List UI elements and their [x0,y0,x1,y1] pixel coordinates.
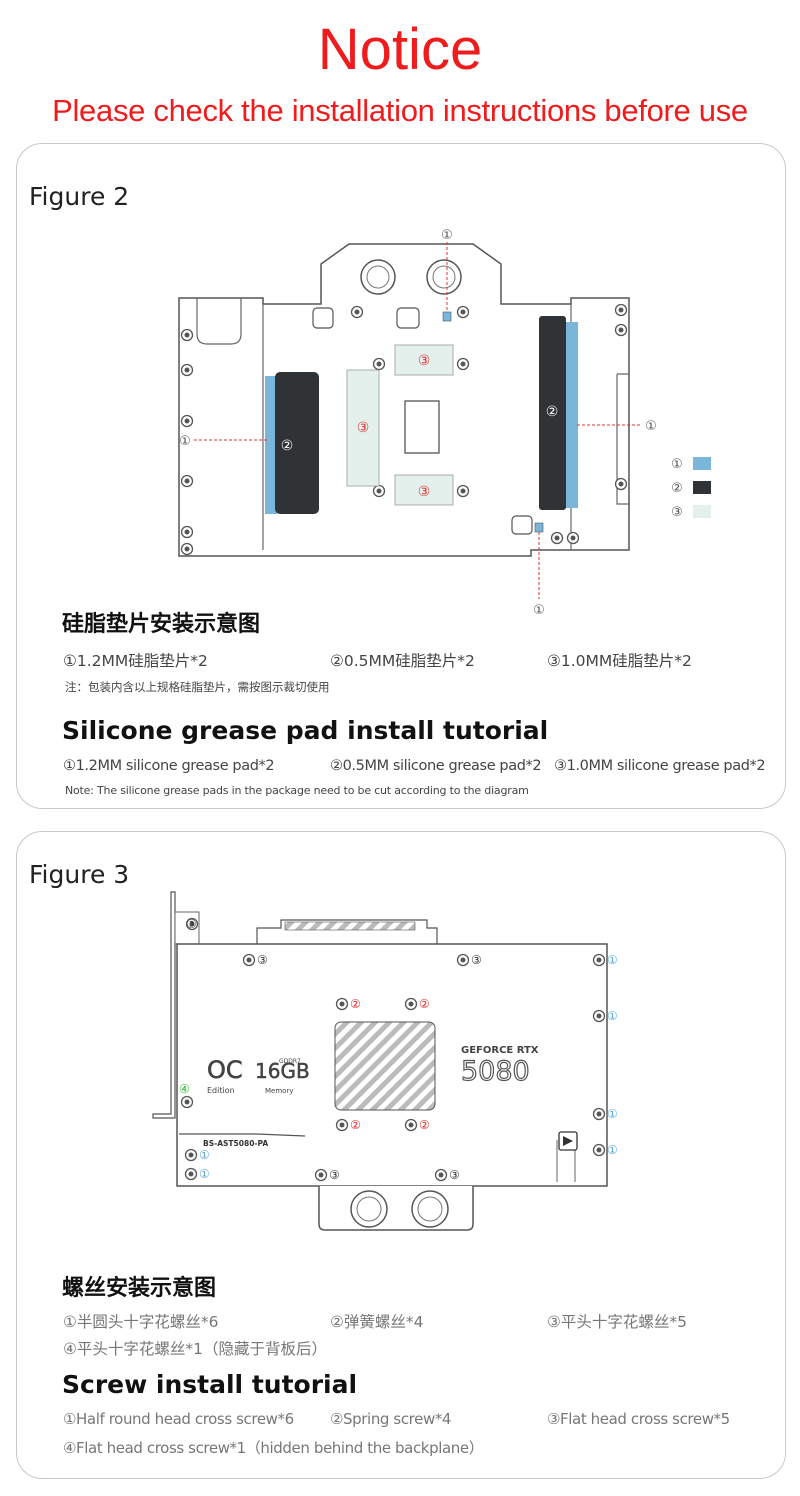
mem-size-label: 16GB [255,1059,310,1083]
marker-3: ③ [449,1168,460,1182]
gpu-die-window [404,400,440,454]
figure2-cn-item-3: ③1.0MM硅脂垫片*2 [547,652,692,670]
legend-swatch-1 [693,457,711,470]
legend-swatch-2 [693,481,711,494]
legend-swatch-3 [693,505,711,518]
marker-2: ② [419,1118,430,1132]
part-number-label: BS-AST5080-PA [203,1139,268,1148]
figure3-en-item-4: ④Flat head cross screw*1（hidden behind t… [63,1439,484,1457]
gpu-hatched-area [334,1021,436,1111]
marker-1: ① [199,1167,210,1181]
notice-title: Notice [317,17,483,82]
figure3-en-item-3: ③Flat head cross screw*5 [547,1410,730,1428]
svg-text:③: ③ [671,505,683,520]
pcie-connector [284,921,416,931]
figure2-cn-title: 硅脂垫片安装示意图 [62,612,261,637]
port-right-icon [411,1190,449,1228]
pad-label: ③ [357,420,370,436]
marker-2: ② [419,997,430,1011]
marker-4: ④ [179,1082,190,1096]
memory-label: Memory [265,1087,293,1095]
port-left-icon [350,1190,388,1228]
pad-3-top [394,344,454,376]
marker-1: ① [607,1107,618,1121]
pad-label: ② [281,438,294,454]
figure3-en-title: Screw install tutorial [62,1370,358,1399]
pad-2-left [275,372,319,514]
marker-1: ① [607,953,618,967]
pad-3-left [346,369,380,487]
oc-label: OC [207,1056,243,1084]
callout-label: ① [441,228,453,243]
marker-3: ③ [329,1168,340,1182]
port-left-icon [360,259,396,295]
figure2-label: Figure 2 [29,182,130,211]
marker-2: ② [350,997,361,1011]
notice-subtitle: Please check the installation instructio… [52,93,748,128]
pad-1-right [566,322,578,508]
pad-label: ③ [418,353,431,369]
marker-3: ③ [186,917,197,931]
marker-2: ② [350,1118,361,1132]
figure2-cn-note: 注：包装内含以上规格硅脂垫片，需按图示裁切使用 [65,680,330,694]
mem-type-label: GDDR7 [279,1058,301,1065]
figure2-en-title: Silicone grease pad install tutorial [62,716,549,745]
marker-3: ③ [257,953,268,967]
figure2-en-item-1: ①1.2MM silicone grease pad*2 [63,758,275,774]
pad-label: ② [546,404,559,420]
figure3-cn-title: 螺丝安装示意图 [62,1276,217,1301]
marker-1: ① [607,1143,618,1157]
figure3-cn-item-3: ③平头十字花螺丝*5 [547,1313,688,1331]
figure3-cn-item-4: ④平头十字花螺丝*1（隐藏于背板后） [63,1340,328,1358]
callout-label: ① [645,419,657,434]
figure3-panel: Figure 3 OC Edition [16,831,786,1479]
figure2-cn-item-1: ①1.2MM硅脂垫片*2 [63,652,208,670]
callout-label: ① [179,434,191,449]
figure2-en-note: Note: The silicone grease pads in the pa… [65,784,529,797]
brand-label: GEFORCE RTX [461,1045,539,1056]
marker-1: ① [607,1009,618,1023]
screw-diagram: OC Edition 16GB GDDR7 Memory GEFORCE RTX… [152,891,608,1231]
pad-label: ③ [418,484,431,500]
figure3-cn-item-1: ①半圆头十字花螺丝*6 [63,1313,219,1331]
marker-3: ③ [471,953,482,967]
pad-3-bottom [394,474,454,506]
figure3-label: Figure 3 [29,860,130,889]
svg-text:①: ① [671,457,683,472]
model-label: 5080 [461,1056,530,1087]
figure3-cn-item-2: ②弹簧螺丝*4 [330,1313,424,1331]
figure3-en-item-1: ①Half round head cross screw*6 [63,1410,294,1428]
edition-label: Edition [207,1086,235,1095]
pad-1-left [265,376,277,514]
marker-1: ① [199,1148,210,1162]
pad-1-top-small [442,311,452,322]
figure2-en-item-2: ②0.5MM silicone grease pad*2 [330,758,542,774]
svg-text:②: ② [671,481,683,496]
figure2-panel: Figure 2 [16,143,786,809]
figure2-en-item-3: ③1.0MM silicone grease pad*2 [554,758,766,774]
pad-1-bottom-small [534,522,544,533]
thermal-pad-diagram: ③ ③ ③ ② ② ① ① ① ① ① ② ③ [178,228,711,618]
figure2-cn-item-2: ②0.5MM硅脂垫片*2 [330,652,475,670]
port-right-icon [426,259,462,295]
figure3-en-item-2: ②Spring screw*4 [330,1410,452,1428]
pad-legend: ① ② ③ [671,457,711,520]
callout-label: ① [533,603,545,618]
pad-2-right [539,316,566,510]
